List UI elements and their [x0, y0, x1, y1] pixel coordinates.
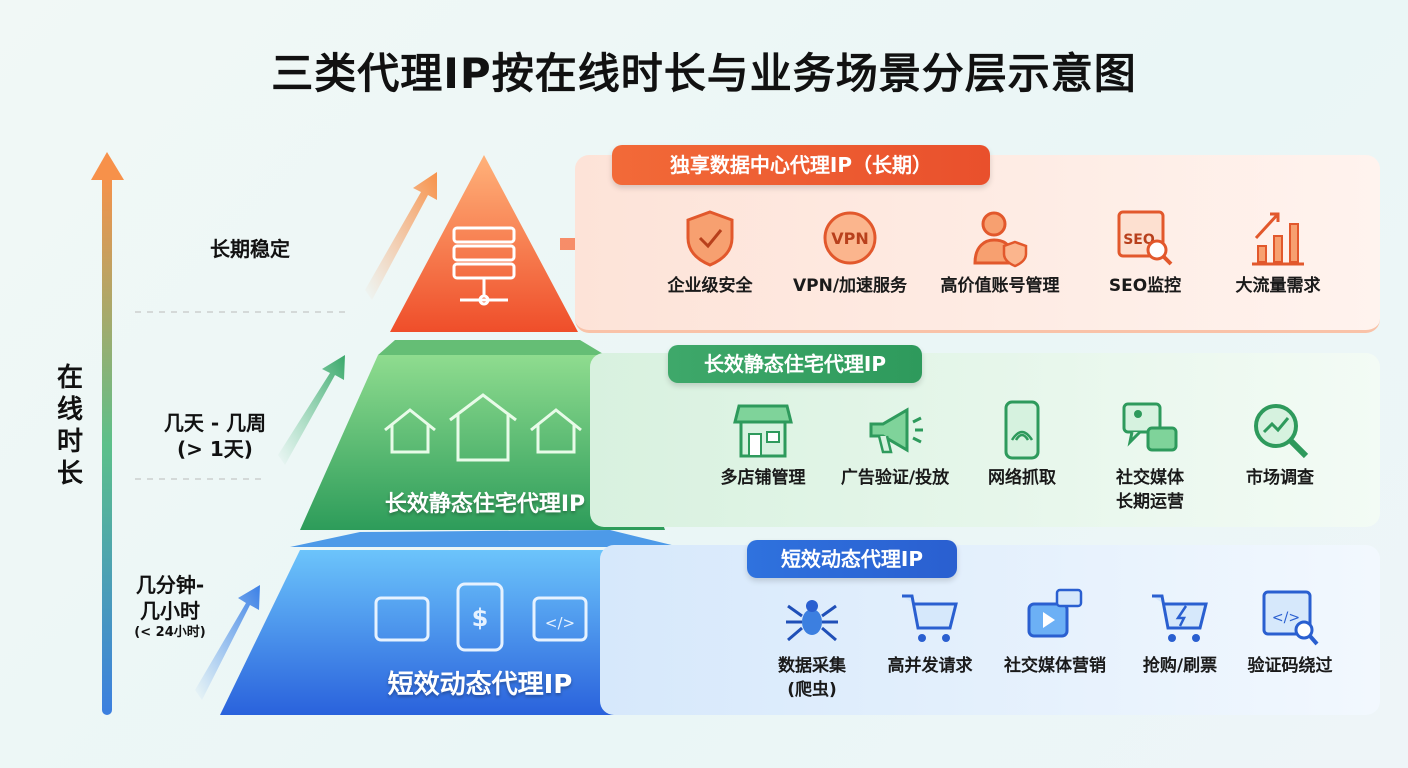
- level-days-weeks: 几天 - 几周(> 1天): [140, 410, 290, 462]
- item-seo: SEO SEO监控: [1080, 208, 1210, 298]
- item-flash-sale: 抢购/刷票: [1115, 588, 1245, 678]
- item-label: 社交媒体营销: [1004, 656, 1106, 676]
- time-axis-arrow: [102, 175, 112, 715]
- badge-dynamic: 短效动态代理IP: [747, 540, 957, 578]
- level-days-weeks-note: (> 1天): [177, 437, 253, 461]
- cart-bolt-icon: [1152, 594, 1208, 642]
- vpn-icon: VPN: [823, 211, 877, 265]
- item-vpn: VPN VPN/加速服务: [785, 208, 915, 298]
- axis-label: 在线时长: [56, 363, 83, 489]
- svg-text:VPN: VPN: [831, 229, 869, 248]
- level-minutes-note: (< 24小时): [134, 625, 206, 640]
- user-shield-icon: [973, 211, 1028, 268]
- item-label: 多店铺管理: [720, 468, 806, 488]
- badge-static-residential: 长效静态住宅代理IP: [668, 345, 922, 383]
- item-label-line2: (爬虫): [787, 680, 837, 700]
- megaphone-icon: [869, 407, 923, 454]
- page-title: 三类代理IP按在线时长与业务场景分层示意图: [271, 49, 1137, 98]
- item-label-line2: 长期运营: [1116, 492, 1184, 512]
- browser-phone-code-icons: $ </>: [374, 582, 588, 652]
- item-high-traffic: 大流量需求: [1213, 208, 1343, 298]
- level-minutes-hours: 几分钟-几小时 (< 24小时): [110, 572, 230, 642]
- item-social-long-term: 社交媒体长期运营: [1085, 400, 1215, 514]
- item-label: 数据采集 (爬虫): [747, 654, 877, 702]
- bar-chart-up-icon: [1252, 212, 1304, 266]
- cart-icon: [902, 594, 958, 642]
- item-label: SEO监控: [1108, 276, 1182, 296]
- svg-text:SEO: SEO: [1123, 232, 1155, 248]
- store-icon: [733, 404, 793, 458]
- item-label: 抢购/刷票: [1142, 656, 1218, 676]
- item-label-line1: 社交媒体: [1116, 468, 1184, 488]
- server-icon: [452, 226, 516, 306]
- market-search-icon: [1254, 404, 1309, 459]
- item-label: VPN/加速服务: [792, 276, 908, 296]
- item-label: 高价值账号管理: [940, 276, 1060, 296]
- item-social-marketing: 社交媒体营销: [990, 588, 1120, 678]
- house-icons: [384, 393, 582, 462]
- item-label: 网络抓取: [988, 468, 1056, 488]
- svg-text:</>: </>: [1272, 610, 1300, 626]
- item-label: 广告验证/投放: [840, 468, 950, 488]
- level-hours-text: 几小时: [140, 599, 200, 623]
- item-multi-store: 多店铺管理: [698, 400, 828, 490]
- item-high-concurrency: 高并发请求: [865, 588, 995, 678]
- item-account-management: 高价值账号管理: [935, 208, 1065, 298]
- phone-crawl-icon: [1004, 400, 1040, 460]
- spider-icon: [786, 600, 838, 642]
- item-label: 社交媒体长期运营: [1085, 466, 1215, 514]
- video-chat-icon: [1027, 588, 1083, 638]
- chat-icon: [1122, 402, 1178, 452]
- svg-text:</>: </>: [545, 614, 575, 632]
- item-label: 验证码绕过: [1247, 656, 1333, 676]
- item-label: 大流量需求: [1235, 276, 1321, 296]
- item-label: 企业级安全: [667, 276, 753, 296]
- pyramid-label-static: 长效静态住宅代理IP: [384, 492, 586, 517]
- seo-search-icon: SEO: [1117, 210, 1173, 266]
- item-label: 高并发请求: [887, 656, 973, 676]
- svg-text:$: $: [472, 604, 489, 632]
- level-days-weeks-text: 几天 - 几周: [163, 411, 267, 435]
- item-enterprise-security: 企业级安全: [645, 208, 775, 298]
- item-captcha-bypass: </> 验证码绕过: [1225, 588, 1355, 678]
- item-label: 市场调查: [1246, 468, 1314, 488]
- item-web-scraping: 网络抓取: [957, 400, 1087, 490]
- item-market-research: 市场调查: [1215, 400, 1345, 490]
- pyramid-label-dynamic: 短效动态代理IP: [387, 670, 573, 700]
- code-search-icon: </>: [1262, 590, 1319, 646]
- panel-dynamic: [600, 545, 1380, 715]
- item-data-collection: 数据采集 (爬虫): [747, 588, 877, 702]
- level-long-term: 长期稳定: [210, 237, 290, 261]
- item-ad-verification: 广告验证/投放: [830, 400, 960, 490]
- shield-check-icon: [686, 210, 734, 267]
- item-label-line1: 数据采集: [778, 656, 846, 676]
- level-minutes-text: 几分钟-: [135, 573, 205, 597]
- badge-datacenter: 独享数据中心代理IP（长期）: [612, 145, 990, 185]
